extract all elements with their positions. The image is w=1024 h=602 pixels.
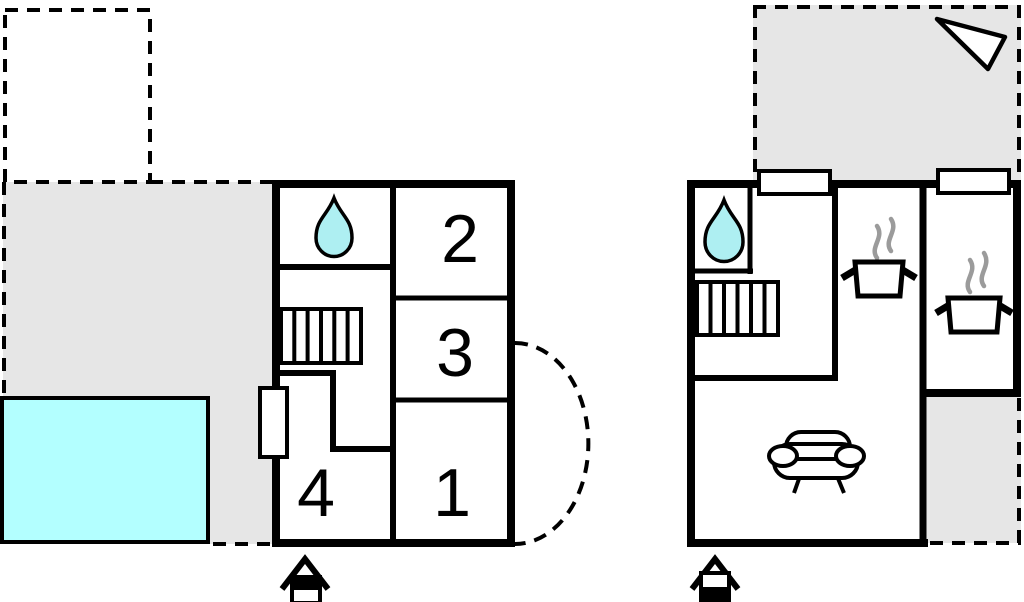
water-drop-icon (314, 193, 354, 259)
steam-icon (886, 216, 896, 254)
north-arrow-icon (934, 16, 1008, 72)
steam-icon (979, 250, 989, 289)
interior-walls (687, 184, 927, 543)
entrance-icon (279, 554, 331, 602)
sofa-armrest (834, 444, 866, 468)
water-drop-icon (703, 194, 745, 264)
pot-body (852, 259, 906, 299)
window-icon (258, 386, 289, 459)
entrance-icon (689, 554, 741, 602)
stove-icon (934, 250, 1014, 335)
floor-indicator-lower-fill (699, 587, 731, 602)
room-4-label: 4 (297, 455, 335, 531)
steam-icon (872, 223, 882, 261)
covered-terrace (3, 8, 152, 184)
room-1-label: 1 (433, 455, 471, 531)
room-3-label: 3 (436, 315, 474, 391)
left-plan: 2 3 1 4 (0, 8, 591, 602)
stairs-icon (695, 280, 780, 337)
room-2-label: 2 (441, 201, 479, 277)
steam-icon (965, 257, 975, 295)
sofa-armrest (767, 444, 799, 468)
stove-icon (840, 216, 918, 299)
window-icon (936, 168, 1011, 195)
floor-indicator-upper-fill (290, 575, 322, 590)
rear-patio (926, 397, 1021, 543)
pot-body (945, 295, 1003, 335)
sofa-icon (767, 430, 866, 494)
interior-walls (276, 184, 511, 539)
pool (0, 396, 210, 544)
stairs-icon (279, 307, 363, 365)
window-icon (757, 169, 832, 196)
door-swing-arc (514, 341, 591, 546)
right-plan (687, 5, 1021, 602)
